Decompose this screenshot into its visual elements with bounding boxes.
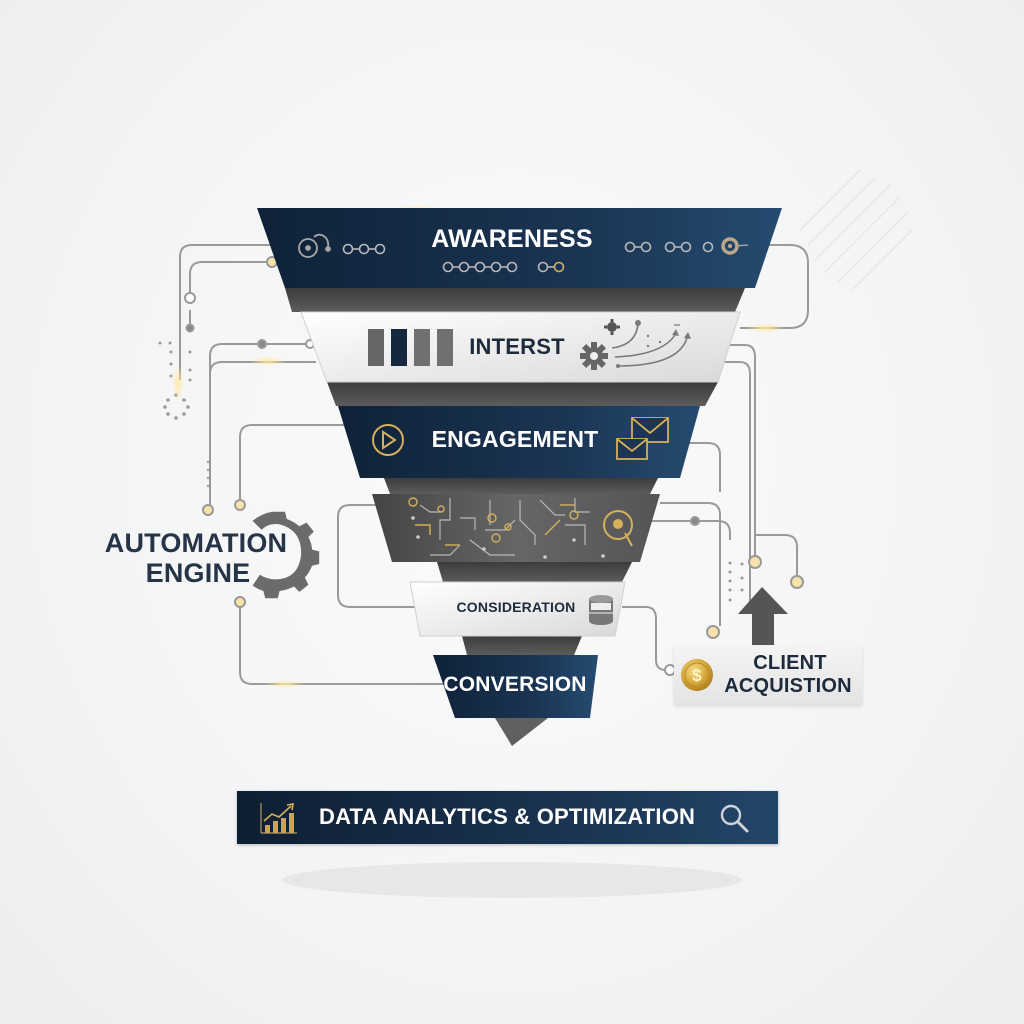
stage-engagement-band xyxy=(338,406,700,478)
up-arrow-icon xyxy=(738,587,788,645)
stage-conversion-band xyxy=(433,655,598,718)
target-icon xyxy=(298,233,331,258)
search-icon[interactable] xyxy=(718,803,752,835)
envelopes-icon xyxy=(616,417,669,460)
stage-interest-band xyxy=(300,311,741,383)
client-acquisition-line2: ACQUISTION xyxy=(724,675,852,697)
play-icon xyxy=(372,424,404,456)
stage-interest-label: INTERST xyxy=(469,334,565,359)
funnel-tip xyxy=(495,718,548,746)
analytics-bar-label: DATA ANALYTICS & OPTIMIZATION xyxy=(319,804,696,829)
client-acquisition-card: $ CLIENT ACQUISTION xyxy=(674,646,862,704)
circuit-pattern-icon xyxy=(419,498,590,556)
funnel-gap-4 xyxy=(437,562,632,582)
automation-engine-line2: ENGINE xyxy=(145,558,251,588)
funnel-gap-2 xyxy=(327,382,718,406)
target-dial-icon xyxy=(721,237,749,255)
analytics-bar: DATA ANALYTICS & OPTIMIZATION xyxy=(237,791,778,844)
gear-icon xyxy=(252,511,320,599)
bar-chart-growth-icon xyxy=(260,803,297,834)
stage-awareness-label: AWARENESS xyxy=(431,225,593,253)
svg-text:$: $ xyxy=(692,666,702,685)
bar-blocks-icon xyxy=(368,329,453,366)
stage-conversion-label: CONVERSION xyxy=(443,673,587,696)
funnel-gap-3 xyxy=(384,478,658,494)
dollar-coin-icon: $ xyxy=(681,659,713,691)
funnel-gap-5 xyxy=(462,636,582,655)
database-icon xyxy=(589,595,613,625)
client-acquisition-line1: CLIENT xyxy=(753,652,827,674)
node-chain-icon xyxy=(342,241,714,273)
gear-arrows-icon xyxy=(580,319,691,370)
stage-awareness-band xyxy=(257,208,782,288)
automation-engine-line1: AUTOMATION xyxy=(104,528,288,558)
stage-consideration-label: CONSIDERATION xyxy=(456,599,576,615)
stage-engagement-label: ENGAGEMENT xyxy=(431,426,599,452)
stage-consideration-band xyxy=(409,581,626,637)
funnel-gap-1 xyxy=(285,288,745,312)
magnifier-coin-icon xyxy=(603,510,633,547)
